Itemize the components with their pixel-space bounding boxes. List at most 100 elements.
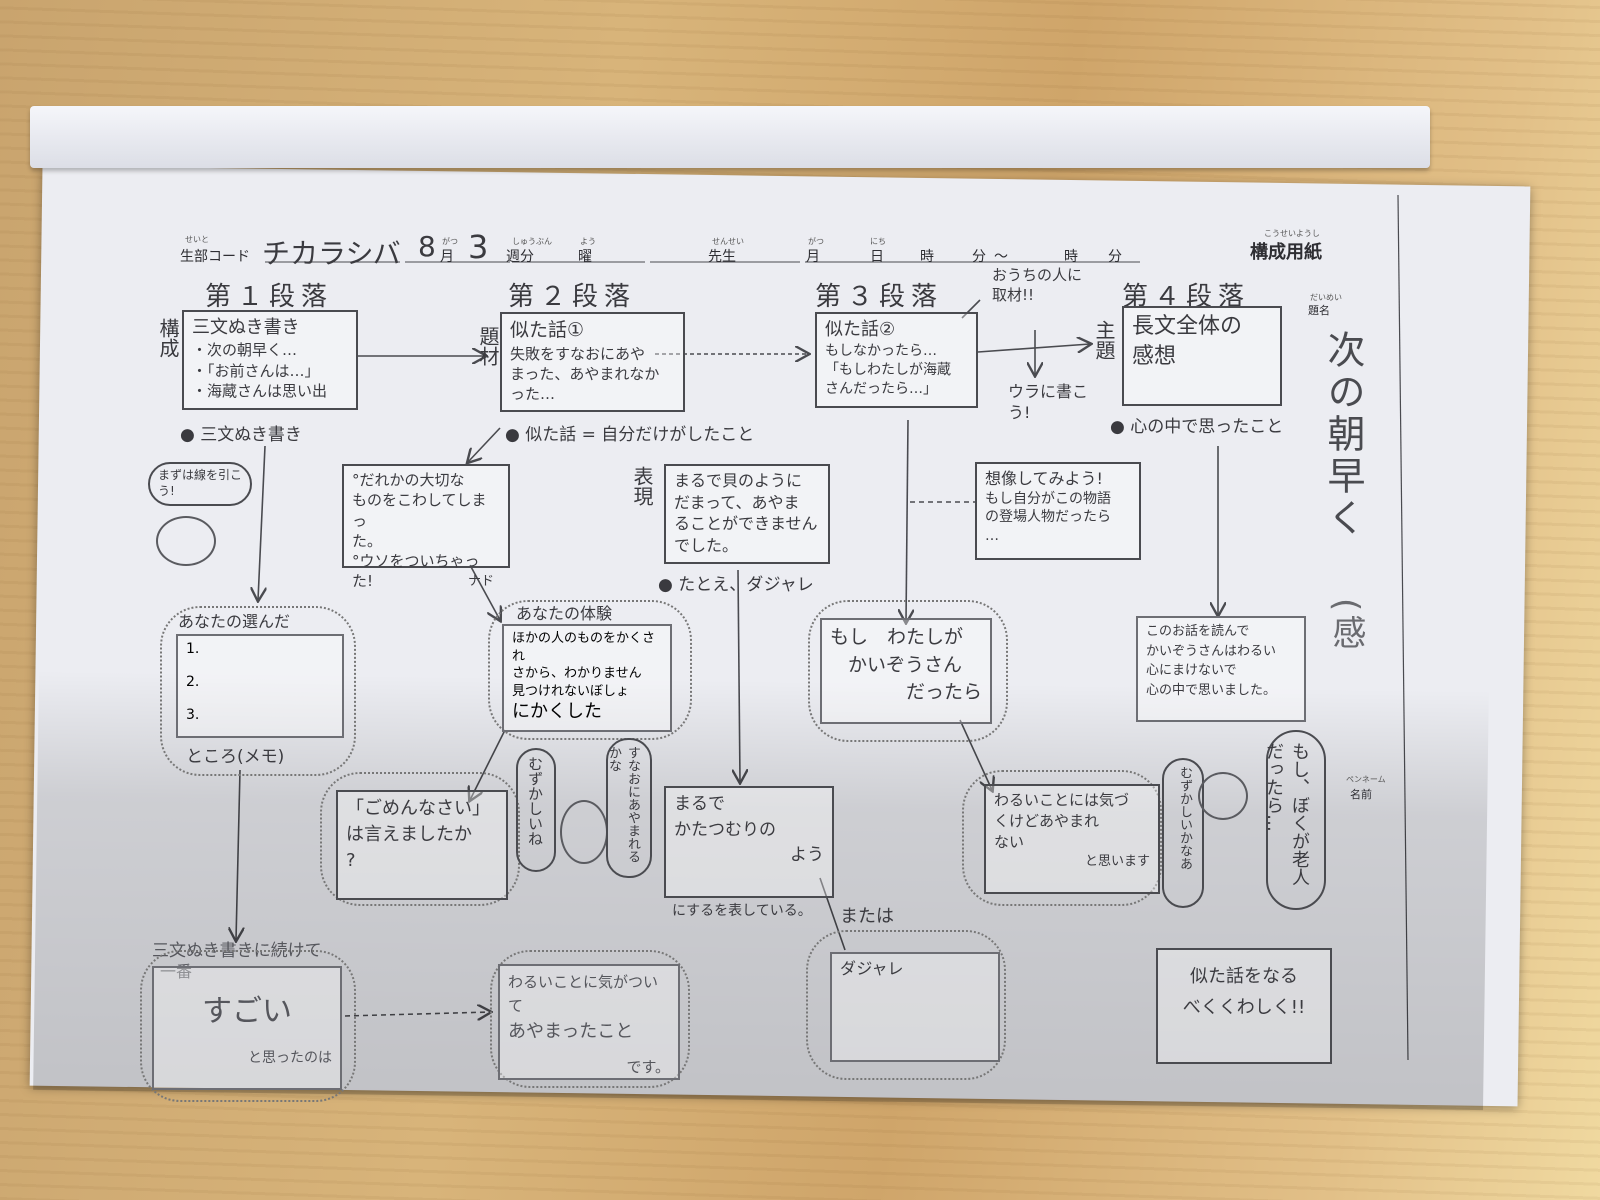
p2-speech-bubble-honest: すなおにあやまれるかな (606, 738, 652, 878)
p4-overall-impression-box: 長文全体の 感想 (1122, 306, 1282, 406)
p3-pun-cloud (806, 930, 1006, 1080)
p2-note: ● 似た話 = 自分だけがしたこと (505, 425, 755, 445)
time-hour-label: 時 (920, 249, 934, 265)
p4-imagine-box: 想像してみよう! もし自分がこの物語 の登場人物だったら … (975, 462, 1141, 560)
sheet-title-ruby: こうせいようし (1264, 229, 1320, 238)
p2-exp-line: にかくした (512, 701, 602, 723)
p1-note: ● 三文ぬき書き (180, 425, 302, 445)
side-label-kousei: 構成 (156, 318, 180, 358)
p3-simile-line: かたつむりの (674, 819, 776, 840)
p3-similar-story-2-box: 似た話② もしなかったら… 「もしわたしが海蔵 さんだったら…」 (815, 312, 978, 408)
p3-line: 「もしわたしが海蔵 (825, 362, 951, 379)
date-day-label: 日 (870, 249, 884, 265)
p2-example-line: °だれかの大切な (352, 471, 465, 489)
p1-amazing-suffix: と思ったのは (248, 1049, 332, 1066)
bear-character-doodle (156, 516, 216, 566)
p2-exp-line: 見つけれないぼしょ (512, 683, 630, 699)
p3-simile-line: まるで (674, 794, 725, 814)
p3-simile-line: よう (790, 845, 824, 865)
p4-detail-line: べくくわしく!! (1182, 996, 1306, 1018)
p2-apology-cloud (320, 772, 520, 906)
p3-interview-callout: おうちの人に取材!! (992, 266, 1083, 304)
p2-line: まった、あやまれなか (510, 364, 660, 383)
p3-if-line: だったら (905, 681, 982, 704)
date-month-ruby: がつ (808, 237, 824, 246)
week-number: 3 (468, 228, 489, 266)
p4-line: 長文全体の (1132, 314, 1243, 339)
p4-impression-box: このお話を読んで かいぞうさんはわるい 心にまけないで 心の中で思いました。 (1136, 616, 1306, 722)
p3-example-line: ることができません (674, 514, 818, 534)
p2-apology-line: は言えましたか (346, 824, 472, 846)
p4-imp-line: このお話を読んで (1146, 624, 1250, 639)
p1-item: 1. (186, 641, 200, 657)
p3-line: 似た話② (825, 319, 896, 340)
arrow-p3-p4 (977, 344, 1090, 352)
week-ruby: しゅうぶん (512, 237, 552, 246)
p2-apology-line: 「ごめんなさい」 (346, 798, 490, 819)
p4-speech-bubble-old-man: もし、ぼくが老人だったら… (1263, 730, 1326, 910)
p3-line: もしなかったら… (825, 343, 937, 360)
p2-exp-line: さから、わかりません (512, 666, 642, 682)
p3-simile-after-text: するを表している。 (686, 903, 812, 919)
child-character-doodle (560, 800, 608, 864)
p1-item: 2. (186, 673, 200, 690)
p3-simile-after-particle: に (672, 903, 687, 919)
title-ruby: だいめい (1310, 293, 1342, 302)
p3-or-lead: または (840, 906, 894, 927)
paragraph-2-heading: 第２段落 (508, 282, 637, 312)
p4-line: 感想 (1132, 343, 1177, 369)
story-title-suffix: (感 (1326, 598, 1366, 654)
month-value: 8 (418, 230, 436, 263)
paragraph-3-heading: 第３段落 (815, 282, 944, 312)
p2-apology-line: ? (346, 850, 356, 872)
p2-apologized-line: あやまったこと (508, 1021, 634, 1042)
story-title: 次の朝早く (1321, 330, 1365, 540)
student-code-ruby: せいと (185, 235, 209, 244)
p4-detail-line: 似た話をなる (1190, 966, 1298, 987)
p3-simile-after: にするを表している。 (672, 900, 812, 920)
student-code-value: チカラシバ (262, 237, 401, 270)
p1-cloud-title: あなたの選んだ (178, 612, 291, 631)
teacher-label: 先生 (708, 249, 736, 265)
p2-speech-bubble-hard: むずかしいね (516, 748, 556, 872)
sheet-title: 構成用紙 (1250, 242, 1322, 263)
time-tilde: ～ (994, 249, 1008, 265)
p4-speech-bubble-hard: むずかしいかなあ (1162, 758, 1204, 908)
student-code-label: 生部コード (180, 249, 250, 265)
p3-if-line: かいぞうさん (848, 653, 963, 676)
p4-imagine-line: 想像してみよう! (985, 469, 1103, 488)
side-label-hyougen: 表現 (630, 466, 654, 506)
p2-apologized-box: わるいことに気がついて あやまったこと です。 (498, 964, 680, 1080)
paragraph-1-heading: 第１段落 (205, 282, 334, 312)
p4-note: ● 心の中で思ったこと (1110, 417, 1284, 437)
day-ruby: よう (580, 237, 596, 246)
p1-amazing-word: すごい (202, 994, 292, 1029)
p1-amazing-box: すごい と思ったのは (152, 966, 342, 1090)
p4-imagine-line: … (985, 528, 999, 545)
date-month-label: 月 (806, 249, 820, 265)
pen-name-ruby: ペンネーム (1346, 775, 1386, 784)
date-day-ruby: にち (870, 237, 886, 246)
p2-line: 失敗をすなおにあや (510, 344, 646, 363)
time-minute-label: 分 (972, 249, 986, 265)
p1-line: ・「お前さんは…」 (192, 361, 320, 380)
p2-cloud-title: あなたの体験 (516, 604, 613, 623)
p4-imp-line: 心にまけないで (1146, 663, 1237, 678)
p3-if-line: もし わたしが (830, 626, 964, 648)
p4-ref-line: と思います (1084, 854, 1150, 869)
p4-detail-instruction-box: 似た話をなる べくくわしく!! (1156, 948, 1332, 1064)
p4-reflection-box: わるいことには気づ くけどあやまれ ない と思います (984, 784, 1160, 894)
notepad-binding-edge (30, 106, 1430, 168)
p3-example-line: でした。 (674, 535, 739, 555)
p4-imp-line: 心の中で思いました。 (1146, 682, 1277, 698)
p2-apology-question-box: 「ごめんなさい」 は言えましたか ? (336, 790, 508, 900)
p4-reflection-cloud (962, 770, 1162, 906)
p2-example-line: た。 (352, 531, 383, 550)
p3-line: さんだったら…」 (825, 381, 937, 398)
p1-chosen-cloud (160, 606, 356, 776)
p1-amazing-cloud (140, 950, 356, 1102)
p1-line: 三文ぬき書き (192, 317, 300, 338)
p1-cloud-footer: ところ(メモ) (186, 747, 285, 767)
p3-expression-example-box: まるで貝のように だまって、あやま ることができません でした。 (664, 464, 830, 564)
